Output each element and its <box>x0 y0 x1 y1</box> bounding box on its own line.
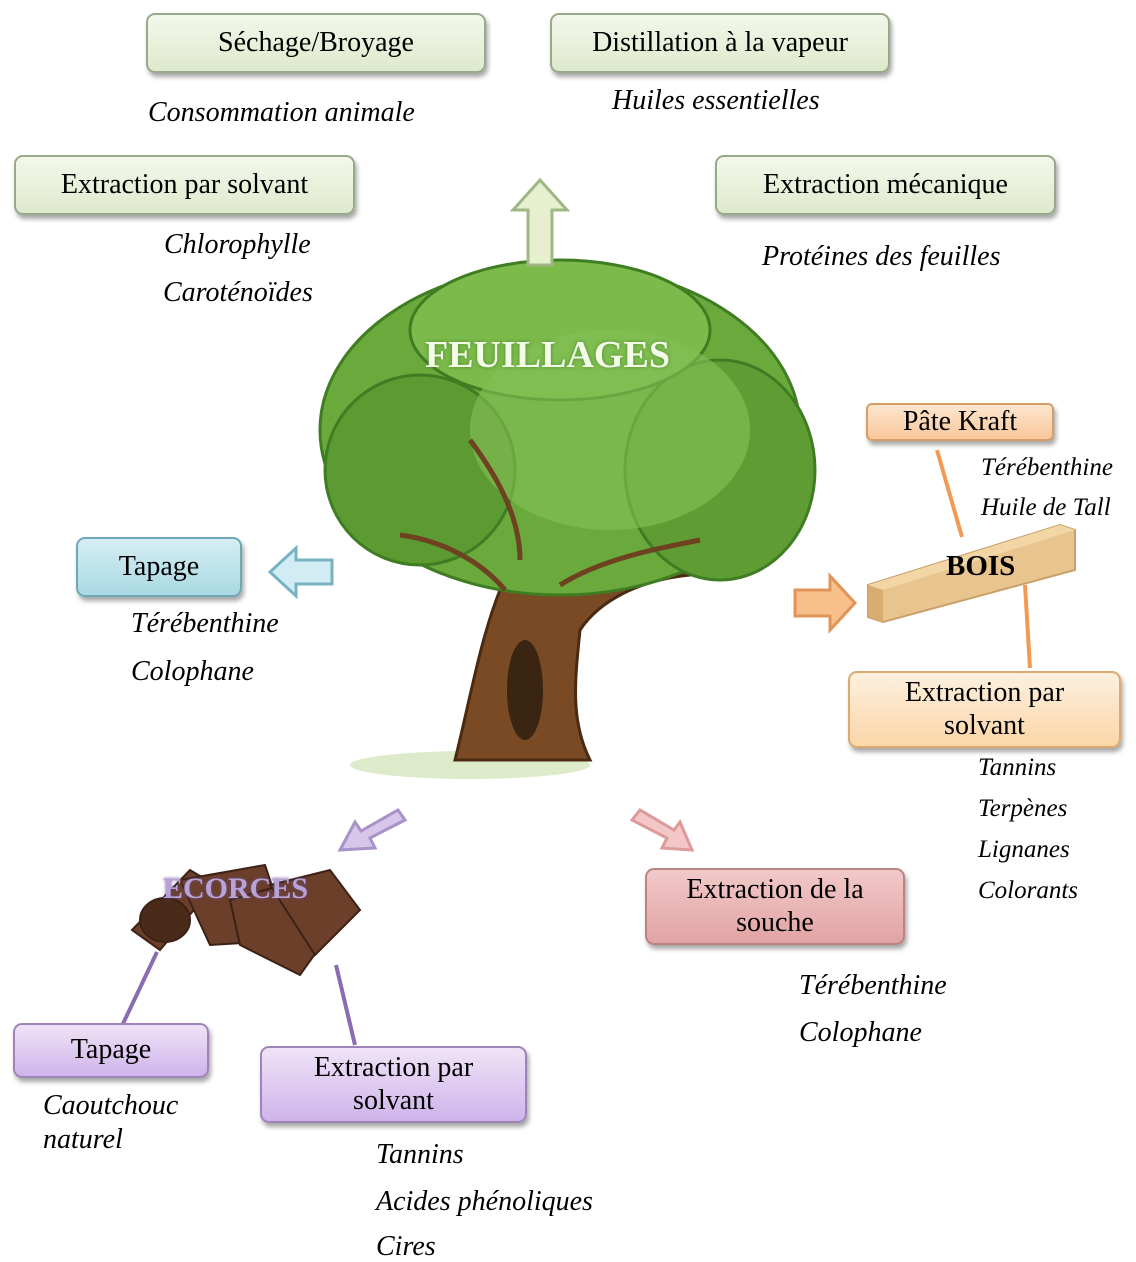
label-ecorces: ECORCES <box>163 872 309 905</box>
wood-beam-image <box>867 523 1076 624</box>
box-extraction-solvant-feuilles: Extraction par solvant <box>14 155 355 215</box>
connector-ecorce-solvant <box>334 964 357 1046</box>
product-colorants: Colorants <box>978 877 1079 904</box>
arrow-down-ecorces <box>337 808 408 852</box>
product-chlorophylle: Chlorophylle <box>164 229 311 260</box>
product-tannins-bois: Tannins <box>978 754 1057 781</box>
connector-ecorce-tapage <box>118 951 159 1031</box>
product-acides-phenoliques: Acides phénoliques <box>376 1186 593 1217</box>
bark-pieces-image <box>130 863 362 977</box>
box-extraction-solvant-ecorce: Extraction par solvant <box>260 1046 527 1123</box>
product-colophane-tapage: Colophane <box>131 656 254 687</box>
box-tapage-ecorce: Tapage <box>13 1023 209 1078</box>
box-sechage-broyage: Séchage/Broyage <box>146 13 486 73</box>
box-pate-kraft: Pâte Kraft <box>866 403 1054 441</box>
product-tannins-ecorce: Tannins <box>376 1139 464 1170</box>
tree-branches-over <box>399 438 701 592</box>
product-terpenes: Terpènes <box>978 795 1068 822</box>
product-consommation-animale: Consommation animale <box>148 97 415 128</box>
product-naturel: naturel <box>43 1124 123 1155</box>
product-terebenthine-souche: Térébenthine <box>799 970 947 1001</box>
arrow-right-bois <box>793 572 858 634</box>
arrow-left-tapage <box>267 544 334 600</box>
product-terebenthine-kraft: Térébenthine <box>981 454 1113 481</box>
label-bois: BOIS <box>946 550 1016 582</box>
arrow-down-souche <box>629 808 695 852</box>
product-colophane-souche: Colophane <box>799 1017 922 1048</box>
box-distillation-vapeur: Distillation à la vapeur <box>550 13 890 73</box>
box-tapage-tronc: Tapage <box>76 537 242 597</box>
product-proteines-feuilles: Protéines des feuilles <box>762 241 1001 272</box>
product-huiles-essentielles: Huiles essentielles <box>612 85 820 116</box>
box-extraction-mecanique: Extraction mécanique <box>715 155 1056 215</box>
box-extraction-solvant-bois: Extraction par solvant <box>848 671 1121 748</box>
product-carotenoides: Caroténoïdes <box>163 277 313 308</box>
arrow-up-feuillages <box>509 177 571 267</box>
label-feuillages: FEUILLAGES <box>425 334 670 376</box>
product-terebenthine-tapage: Térébenthine <box>131 608 279 639</box>
product-cires: Cires <box>376 1231 436 1262</box>
tree-foliage <box>318 258 817 597</box>
connector-kraft <box>935 449 964 538</box>
product-huile-de-tall: Huile de Tall <box>981 494 1111 521</box>
product-caoutchouc: Caoutchouc <box>43 1090 179 1121</box>
connector-bois-solvant <box>1023 584 1032 669</box>
box-extraction-souche: Extraction de la souche <box>645 868 905 945</box>
product-lignanes: Lignanes <box>978 836 1070 863</box>
